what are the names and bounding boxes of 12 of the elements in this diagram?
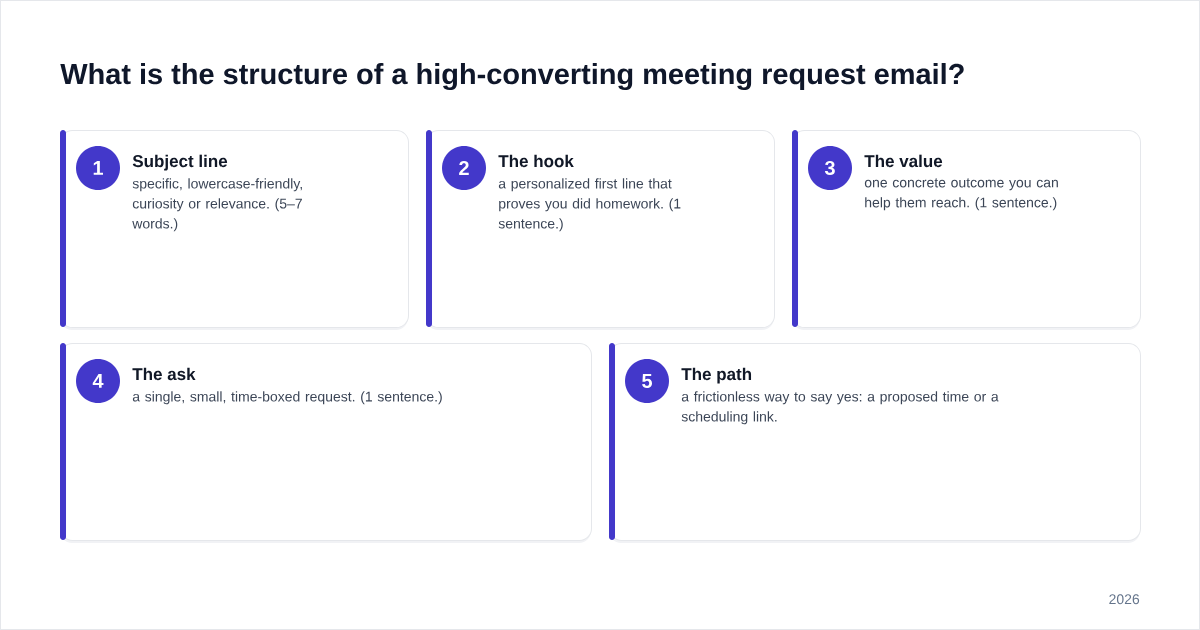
card-text: specific, lowercase-friendly, curiosity or relevance. (5–7 words.) — [132, 178, 302, 232]
card-heading: The path — [681, 367, 752, 384]
card-heading: The hook — [498, 154, 574, 168]
card-text: a frictionless way to say yes: a proposed time or a scheduling link. — [681, 391, 999, 425]
card-heading: Subject line — [132, 154, 228, 171]
card-text: a personalized first line that proves you did homework. (1 sentence.) — [498, 178, 681, 232]
footer-year: 2026 — [1109, 594, 1140, 605]
card-heading: The value — [864, 154, 943, 168]
card-heading: The ask — [132, 367, 196, 381]
card-text: a single, small, time-boxed request. (1 sentence.) — [132, 391, 442, 405]
title: What is the structure of a high-converting meeting request email? — [60, 63, 964, 91]
card-text: one concrete outcome you can help them reach. (1 sentence.) — [864, 178, 1058, 211]
